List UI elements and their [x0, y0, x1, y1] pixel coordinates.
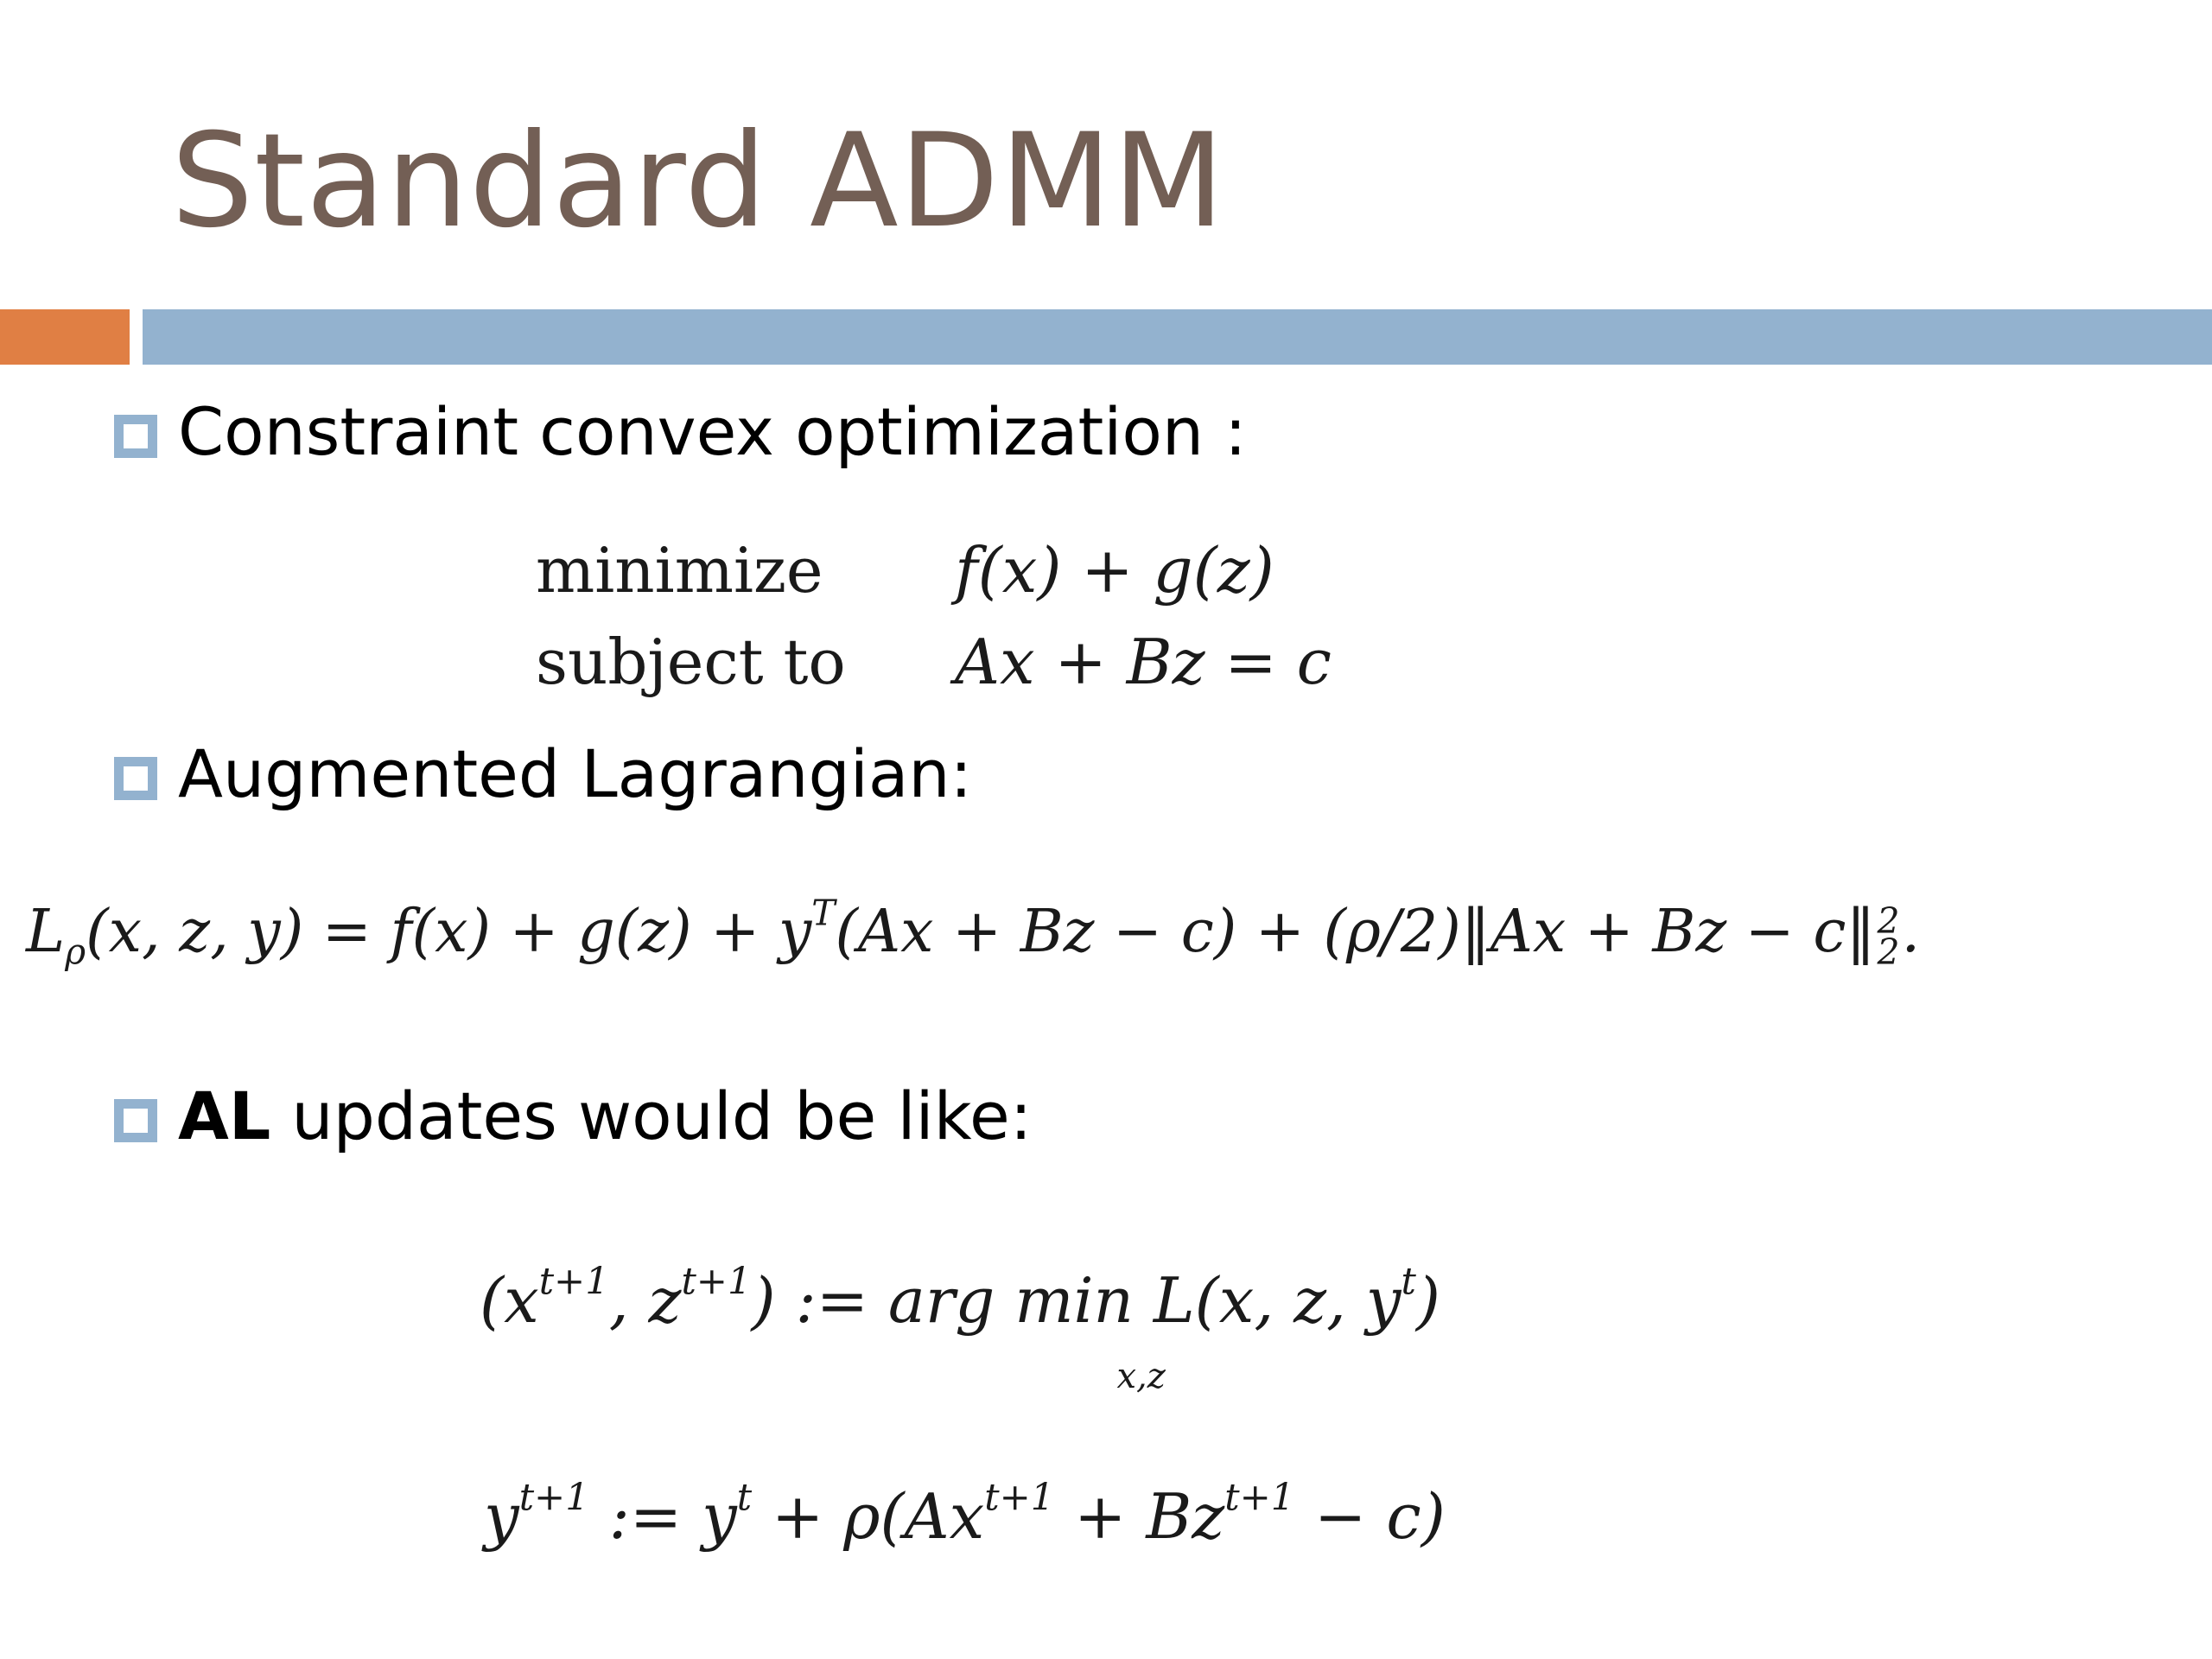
- dual-x-sup: t+1: [984, 1476, 1055, 1520]
- dual-t-sup: t: [736, 1476, 753, 1520]
- lagrangian-lhs: L: [26, 898, 66, 966]
- square-bullet-icon: [114, 415, 157, 458]
- bullet-text: Constraint convex optimization :: [178, 393, 1247, 470]
- bullet-text: AL updates would be like:: [178, 1073, 1032, 1160]
- bullet-bold-text: AL: [178, 1077, 271, 1154]
- dual-plus: + Bz: [1054, 1480, 1225, 1553]
- primal-x-sup: t+1: [538, 1260, 609, 1304]
- title-accent-orange-bar: [0, 309, 130, 365]
- dual-end: − c): [1294, 1480, 1446, 1553]
- primal-assign-argmin: ) := arg min L(x, z, y: [751, 1264, 1402, 1337]
- norm-power: 2: [1877, 899, 1900, 942]
- lagrangian-end: .: [1901, 898, 1921, 966]
- primal-y-sup: t: [1401, 1260, 1416, 1304]
- argmin-block: ) := arg min L(x, z, y x,z: [751, 1253, 1402, 1396]
- norm-index: 2: [1877, 931, 1900, 974]
- square-bullet-icon: [114, 757, 157, 800]
- title-accent-blue-bar: [143, 309, 2212, 365]
- bullet-rest-text: updates would be like:: [270, 1077, 1033, 1154]
- subject-to-label: subject to: [536, 626, 846, 698]
- bullet-text: Augmented Lagrangian:: [178, 735, 973, 812]
- primal-lhs-open: (x: [480, 1264, 539, 1337]
- slide-title: Standard ADMM: [171, 106, 1226, 257]
- dual-lhs: y: [484, 1480, 519, 1553]
- lagrangian-middle: (Ax + Bz − c) + (ρ/2)‖Ax + Bz − c‖: [835, 898, 1876, 966]
- objective-expression: f(x) + g(z): [955, 534, 1274, 607]
- primal-comma: , z: [608, 1264, 682, 1337]
- lagrangian-transpose: T: [811, 892, 836, 934]
- primal-z-sup: t+1: [681, 1260, 752, 1304]
- dual-lhs-sup: t+1: [518, 1476, 589, 1520]
- square-bullet-icon: [114, 1099, 157, 1142]
- lagrangian-rho-sub: ρ: [65, 931, 86, 973]
- dual-mid: + ρ(Ax: [752, 1480, 985, 1553]
- minimize-label: minimize: [536, 534, 823, 607]
- primal-end: ): [1415, 1264, 1440, 1337]
- augmented-lagrangian-equation: Lρ(x, z, y) = f(x) + g(z) + yT(Ax + Bz −…: [26, 885, 1920, 980]
- dual-assign: := y: [588, 1480, 737, 1553]
- constraint-expression: Ax + Bz = c: [955, 626, 1332, 698]
- lagrangian-args: (x, z, y) = f(x) + g(z) + y: [86, 898, 812, 966]
- argmin-subscript: x,z: [1116, 1357, 1166, 1396]
- dual-z-sup: t+1: [1224, 1476, 1295, 1520]
- dual-update-equation: yt+1 := yt + ρ(Axt+1 + Bzt+1 − c): [484, 1469, 1446, 1564]
